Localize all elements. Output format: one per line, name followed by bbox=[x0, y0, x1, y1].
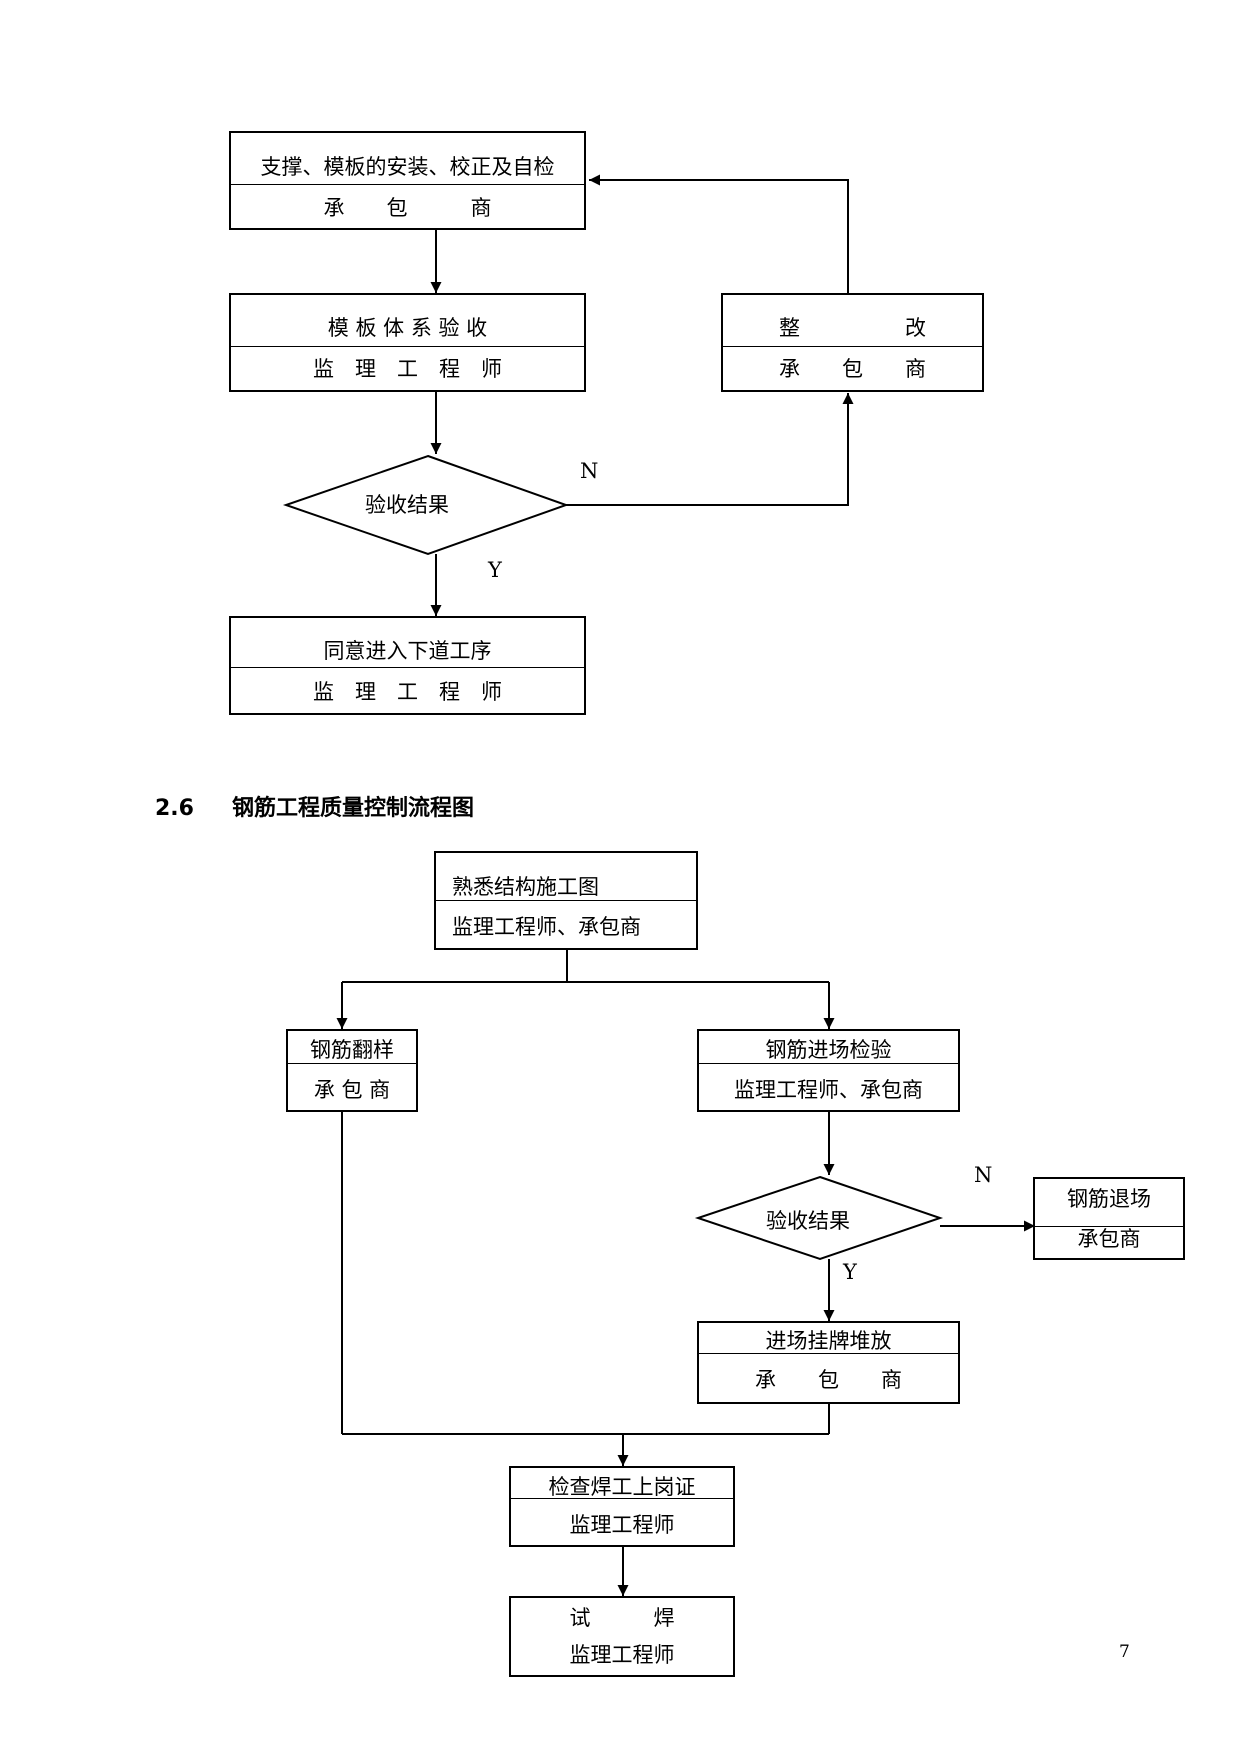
box-rebar-sampling: 钢筋翻样 承 包 商 bbox=[286, 1029, 418, 1112]
box-title: 检查焊工上岗证 bbox=[548, 1475, 696, 1499]
box-role: 承包商 bbox=[1077, 1227, 1141, 1251]
box-tag-and-stack: 进场挂牌堆放 承 包 商 bbox=[697, 1321, 960, 1404]
box-role: 承 包 商 bbox=[313, 1078, 391, 1102]
box-title: 钢筋退场 bbox=[1067, 1187, 1151, 1211]
section-number: 2.6 bbox=[155, 796, 194, 821]
box-title: 试 焊 bbox=[569, 1606, 675, 1630]
box-divider bbox=[1035, 1226, 1183, 1227]
box-title: 同意进入下道工序 bbox=[323, 639, 492, 663]
box-divider bbox=[723, 346, 982, 347]
box-check-welder-certificate: 检查焊工上岗证 监理工程师 bbox=[509, 1466, 735, 1547]
box-title: 进场挂牌堆放 bbox=[765, 1329, 892, 1353]
section-title: 钢筋工程质量控制流程图 bbox=[232, 796, 475, 821]
box-role: 承 包 商 bbox=[323, 196, 492, 220]
label-no-1: N bbox=[580, 459, 599, 483]
box-role: 承 包 商 bbox=[779, 357, 926, 381]
decision-1-text: 验收结果 bbox=[365, 493, 449, 517]
label-no-2: N bbox=[974, 1163, 993, 1187]
decision-2-text: 验收结果 bbox=[766, 1209, 850, 1233]
box-divider bbox=[511, 1498, 733, 1499]
box-rebar-return: 钢筋退场 承包商 bbox=[1033, 1177, 1185, 1260]
page-number: 7 bbox=[1119, 1642, 1130, 1662]
box-divider bbox=[231, 346, 584, 347]
label-yes-1: Y bbox=[488, 558, 502, 582]
box-title: 钢筋进场检验 bbox=[765, 1038, 892, 1062]
box-title: 熟悉结构施工图 bbox=[452, 875, 599, 899]
box-install-formwork: 支撑、模板的安装、校正及自检 承 包 商 bbox=[229, 131, 586, 230]
label-yes-2: Y bbox=[843, 1260, 857, 1284]
box-next-process: 同意进入下道工序 监 理 工 程 师 bbox=[229, 616, 586, 715]
box-title: 钢筋翻样 bbox=[310, 1038, 394, 1062]
box-rebar-inspection: 钢筋进场检验 监理工程师、承包商 bbox=[697, 1029, 960, 1112]
decision-diamond-1 bbox=[282, 454, 569, 556]
box-divider bbox=[699, 1063, 958, 1064]
box-familiarize-drawings: 熟悉结构施工图 监理工程师、承包商 bbox=[434, 851, 698, 950]
arrow-rectify-to-install bbox=[589, 174, 849, 294]
box-title: 整 改 bbox=[779, 316, 926, 340]
box-title: 模 板 体 系 验 收 bbox=[327, 316, 488, 340]
arrow-decision-to-rectify bbox=[566, 393, 854, 506]
box-divider bbox=[436, 900, 696, 901]
box-trial-weld: 试 焊 监理工程师 bbox=[509, 1596, 735, 1677]
decision-diamond-2 bbox=[694, 1175, 944, 1261]
box-role: 承 包 商 bbox=[755, 1368, 902, 1392]
box-title: 支撑、模板的安装、校正及自检 bbox=[260, 155, 555, 179]
box-divider bbox=[699, 1353, 958, 1354]
box-role: 监 理 工 程 师 bbox=[313, 357, 502, 381]
box-role: 监理工程师 bbox=[569, 1513, 675, 1537]
box-formwork-acceptance: 模 板 体 系 验 收 监 理 工 程 师 bbox=[229, 293, 586, 392]
box-role: 监理工程师 bbox=[569, 1643, 675, 1667]
box-rectify: 整 改 承 包 商 bbox=[721, 293, 984, 392]
box-divider bbox=[288, 1063, 416, 1064]
box-divider bbox=[231, 184, 584, 185]
box-role: 监 理 工 程 师 bbox=[313, 680, 502, 704]
box-role: 监理工程师、承包商 bbox=[734, 1078, 923, 1102]
box-role: 监理工程师、承包商 bbox=[452, 915, 641, 939]
box-divider bbox=[231, 667, 584, 668]
